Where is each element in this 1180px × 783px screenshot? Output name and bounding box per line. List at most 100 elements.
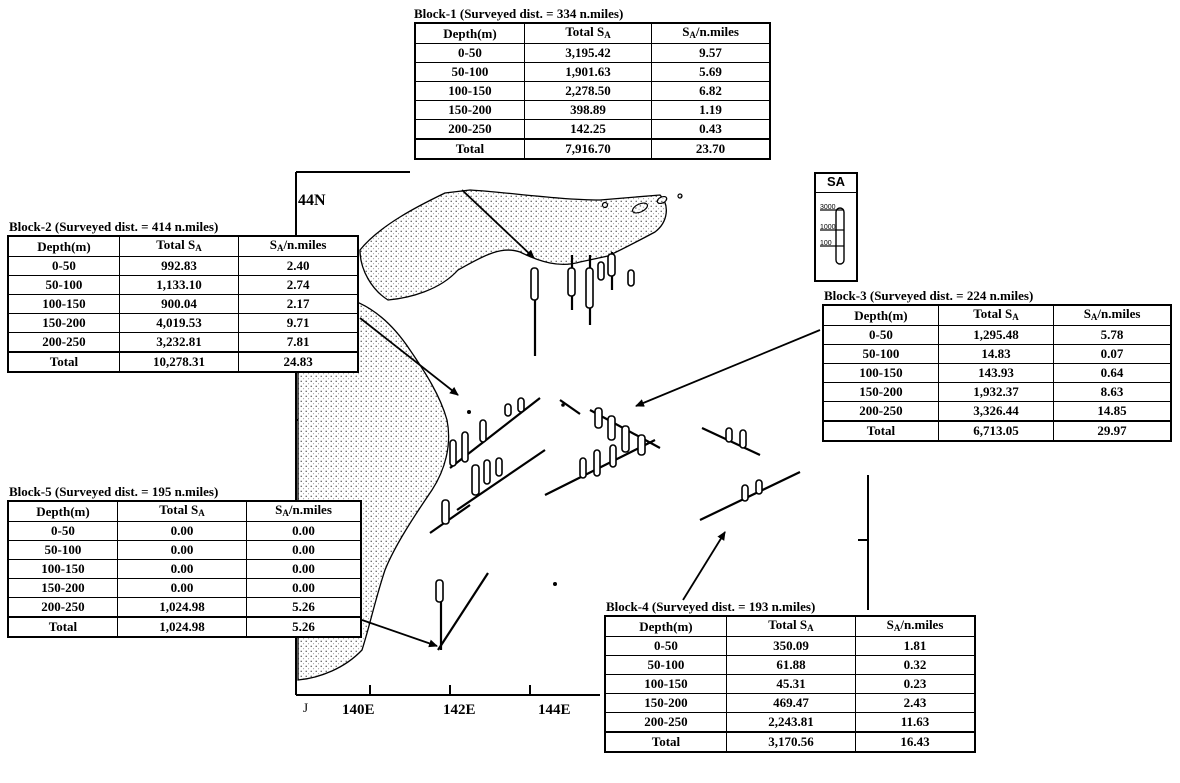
cell-sa-per-mile: 5.26 xyxy=(246,597,362,618)
cell-sa-per-mile: 2.43 xyxy=(855,693,976,713)
kurile-islands xyxy=(601,193,683,214)
cell-sa-per-mile: 1.19 xyxy=(651,100,771,120)
total-sa-per-mile: 16.43 xyxy=(855,731,976,753)
total-sa: 7,916.70 xyxy=(523,138,653,160)
cell-depth: 100-150 xyxy=(604,674,727,694)
block-3-caption: Block-3 (Surveyed dist. = 224 n.miles) xyxy=(824,288,1034,303)
header-per-prefix: S xyxy=(269,237,277,252)
cell-total-sa: 0.00 xyxy=(116,559,248,579)
cell-sa-per-mile: 5.78 xyxy=(1053,325,1172,345)
cell-depth: 150-200 xyxy=(604,693,727,713)
sa-legend-tick-3000: 3000 xyxy=(820,204,836,211)
cell-sa-per-mile: 0.00 xyxy=(246,578,362,598)
header-total-sub: A xyxy=(1012,312,1019,322)
cell-sa-per-mile: 0.07 xyxy=(1053,344,1172,364)
header-total-prefix: Total S xyxy=(768,617,808,632)
cell-depth: 50-100 xyxy=(7,540,118,560)
cell-sa-per-mile: 14.85 xyxy=(1053,401,1172,422)
block-2-caption: Block-2 (Surveyed dist. = 414 n.miles) xyxy=(9,219,219,234)
header-sa-per-mile: SA/n.miles xyxy=(651,22,771,44)
cell-depth: 200-250 xyxy=(7,597,118,618)
sa-legend: SA 3000 1000 100 xyxy=(814,172,858,282)
header-sa-per-mile: SA/n.miles xyxy=(238,235,359,257)
cell-total-sa: 142.25 xyxy=(523,119,653,140)
cell-depth: 50-100 xyxy=(822,344,939,364)
station-dots xyxy=(467,403,565,586)
sa-bars xyxy=(435,253,763,603)
header-per-prefix: S xyxy=(275,502,283,517)
sa-legend-scale xyxy=(820,207,845,265)
header-per-sub: A xyxy=(893,623,901,633)
header-sa-per-mile: SA/n.miles xyxy=(1053,304,1172,326)
header-per-sub: A xyxy=(282,508,289,518)
header-per-sub: A xyxy=(689,30,696,40)
cell-sa-per-mile: 1.81 xyxy=(855,636,976,656)
cell-depth: 50-100 xyxy=(604,655,727,675)
cell-sa-per-mile: 9.71 xyxy=(238,313,359,333)
header-depth: Depth(m) xyxy=(7,500,118,522)
cell-total-sa: 350.09 xyxy=(725,636,857,656)
header-per-prefix: S xyxy=(682,24,690,39)
cell-total-sa: 3,195.42 xyxy=(523,43,653,63)
total-sa-per-mile: 23.70 xyxy=(651,138,771,160)
header-total-sa: Total SA xyxy=(116,500,248,522)
header-total-prefix: Total S xyxy=(565,24,605,39)
header-total-sa: Total SA xyxy=(937,304,1055,326)
total-sa: 6,713.05 xyxy=(937,420,1055,442)
cell-total-sa: 14.83 xyxy=(937,344,1055,364)
header-sa-per-mile: SA/n.miles xyxy=(246,500,362,522)
cell-sa-per-mile: 5.69 xyxy=(651,62,771,82)
cell-sa-per-mile: 11.63 xyxy=(855,712,976,733)
lon-label-142: 142E xyxy=(443,702,476,718)
block-5-panel: Block-5 (Surveyed dist. = 195 n.miles) D… xyxy=(7,485,362,638)
cell-depth: 200-250 xyxy=(822,401,939,422)
cell-total-sa: 61.88 xyxy=(725,655,857,675)
cell-depth: 100-150 xyxy=(822,363,939,383)
cell-total-sa: 1,932.37 xyxy=(937,382,1055,402)
block-3-panel: Block-3 (Surveyed dist. = 224 n.miles) D… xyxy=(822,289,1172,442)
header-total-prefix: Total S xyxy=(156,237,196,252)
cell-total-sa: 2,243.81 xyxy=(725,712,857,733)
cell-total-sa: 900.04 xyxy=(118,294,240,314)
total-sa-per-mile: 24.83 xyxy=(238,351,359,373)
cell-depth: 100-150 xyxy=(414,81,525,101)
cell-total-sa: 2,278.50 xyxy=(523,81,653,101)
cell-total-sa: 0.00 xyxy=(116,578,248,598)
total-sa: 1,024.98 xyxy=(116,616,248,638)
cell-sa-per-mile: 0.00 xyxy=(246,559,362,579)
header-depth: Depth(m) xyxy=(414,22,525,44)
cell-sa-per-mile: 2.74 xyxy=(238,275,359,295)
header-per-suffix: /n.miles xyxy=(900,617,944,632)
cell-sa-per-mile: 0.32 xyxy=(855,655,976,675)
header-depth: Depth(m) xyxy=(604,615,727,637)
header-total-sub: A xyxy=(198,508,205,518)
cell-total-sa: 1,901.63 xyxy=(523,62,653,82)
sa-legend-tick-1000: 1000 xyxy=(820,224,836,231)
header-depth: Depth(m) xyxy=(7,235,120,257)
cell-sa-per-mile: 2.17 xyxy=(238,294,359,314)
cell-sa-per-mile: 0.43 xyxy=(651,119,771,140)
cell-total-sa: 1,295.48 xyxy=(937,325,1055,345)
header-total-prefix: Total S xyxy=(973,306,1013,321)
cell-sa-per-mile: 6.82 xyxy=(651,81,771,101)
cell-sa-per-mile: 9.57 xyxy=(651,43,771,63)
header-total-sa: Total SA xyxy=(523,22,653,44)
cell-total-sa: 398.89 xyxy=(523,100,653,120)
